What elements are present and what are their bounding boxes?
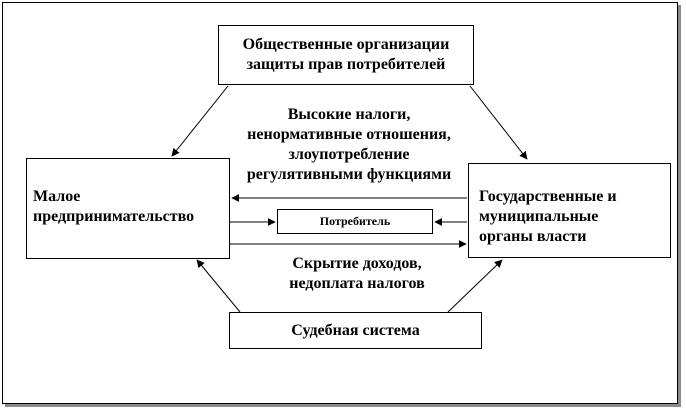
judicial-system-box: Судебная система — [229, 312, 482, 349]
arrow-bottom-to-left — [196, 259, 241, 313]
consumer-label: Потребитель — [319, 214, 391, 228]
government-pressure-line-1: Высокие налоги, — [287, 106, 411, 123]
judicial-system-label: Судебная система — [291, 322, 420, 339]
public-organizations-line-2: защиты прав потребителей — [246, 56, 446, 73]
consumer-box: Потребитель — [277, 209, 433, 234]
small-business-line-1: Малое — [33, 188, 81, 205]
public-organizations-box: Общественные организации защиты прав пот… — [218, 25, 474, 85]
arrow-bottom-to-right — [447, 259, 503, 313]
tax-evasion-label: Скрытие доходов, недоплата налогов — [282, 254, 432, 294]
government-authorities-line-2: муниципальные — [479, 208, 599, 225]
tax-evasion-line-1: Скрытие доходов, — [292, 255, 422, 272]
small-business-line-2: предпринимательство — [33, 208, 195, 225]
government-pressure-label: Высокие налоги, ненормативные отношения,… — [230, 105, 468, 185]
government-authorities-box: Государственные и муниципальные органы в… — [468, 163, 671, 258]
public-organizations-line-1: Общественные организации — [242, 36, 450, 53]
tax-evasion-line-2: недоплата налогов — [289, 275, 425, 292]
arrow-top-to-left — [171, 85, 229, 157]
diagram-frame — [2, 2, 678, 404]
government-authorities-line-1: Государственные и — [479, 188, 617, 205]
government-pressure-line-4: регулятивными функциями — [246, 166, 452, 183]
arrow-top-to-right — [469, 85, 528, 160]
government-authorities-line-3: органы власти — [479, 228, 587, 245]
government-pressure-line-2: ненормативные отношения, — [247, 126, 451, 143]
small-business-box: Малое предпринимательство — [26, 158, 230, 259]
government-pressure-line-3: злоупотребление — [288, 146, 410, 163]
